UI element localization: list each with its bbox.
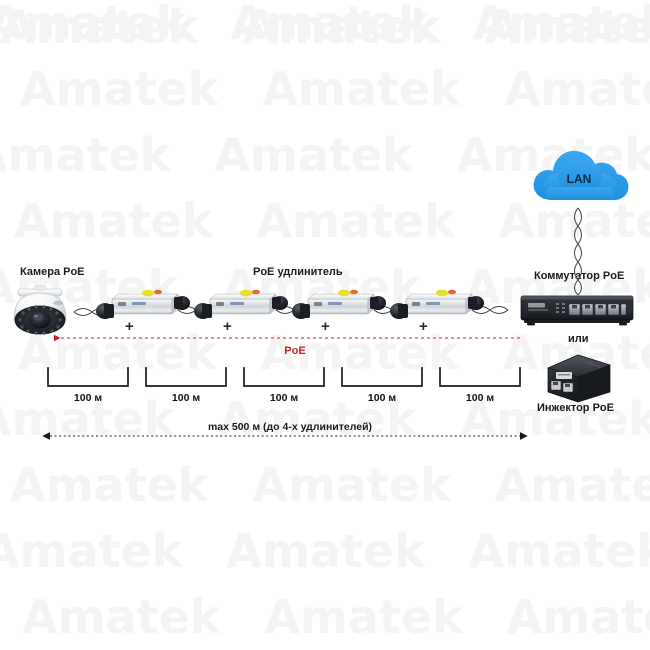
segment-label: 100 м [367, 392, 397, 404]
extender-label: PoE удлинитель [253, 266, 343, 278]
lan-cloud-label: LAN [566, 172, 592, 186]
switch-label: Коммутатор PoE [534, 270, 625, 282]
poe-extender [390, 289, 484, 319]
injector-label: Инжектор PoE [537, 402, 614, 414]
poe-extender [292, 289, 386, 319]
segment-label: 100 м [269, 392, 299, 404]
plus-icon: + [125, 318, 134, 335]
plus-icon: + [419, 318, 428, 335]
poe-camera-device [13, 285, 67, 335]
total-span-label: max 500 м (до 4-х удлинителей) [207, 421, 373, 433]
plus-icon: + [223, 318, 232, 335]
vertical-twisted-cable [573, 207, 583, 296]
segment-label: 100 м [171, 392, 201, 404]
poe-switch-device [520, 295, 634, 326]
lan-cloud [533, 150, 629, 201]
camera-label: Камера PoE [20, 266, 85, 278]
segment-brackets [47, 367, 521, 387]
poe-extender [96, 289, 190, 319]
segment-label: 100 м [465, 392, 495, 404]
poe-flow-label: PoE [284, 345, 306, 357]
poe-extender [194, 289, 288, 319]
poe-extenders-group [96, 289, 484, 319]
or-label: или [568, 333, 589, 345]
poe-injector-device [547, 354, 611, 403]
plus-icon: + [321, 318, 330, 335]
segment-label: 100 м [73, 392, 103, 404]
